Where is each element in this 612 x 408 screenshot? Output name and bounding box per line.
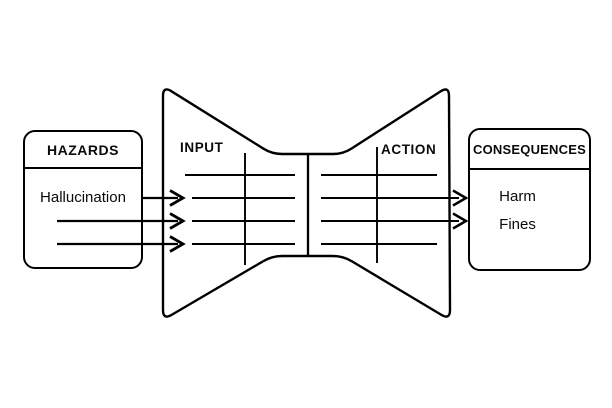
hazard-arrow-head-3 (169, 235, 186, 253)
consequence-item: Harm (499, 188, 536, 205)
consequences-box: CONSEQUENCES Harm Fines (468, 128, 591, 271)
consequences-box-title: CONSEQUENCES (470, 130, 589, 170)
hazards-box-title: HAZARDS (25, 132, 141, 169)
hazards-box-body: Hallucination (25, 169, 141, 209)
input-stage-label: INPUT (180, 140, 224, 155)
hazards-box: HAZARDS Hallucination (23, 130, 143, 269)
consequences-box-body: Harm Fines (470, 170, 589, 239)
hazard-arrow-head-2 (169, 212, 186, 230)
bowtie-outline (161, 88, 452, 318)
action-stage-label: ACTION (381, 142, 437, 157)
hazard-arrow-head-1 (169, 189, 186, 207)
hazard-item: Hallucination (40, 189, 126, 206)
consequence-arrow-head-2 (452, 212, 469, 230)
consequence-item: Fines (499, 216, 536, 233)
consequence-arrow-head-1 (452, 189, 469, 207)
